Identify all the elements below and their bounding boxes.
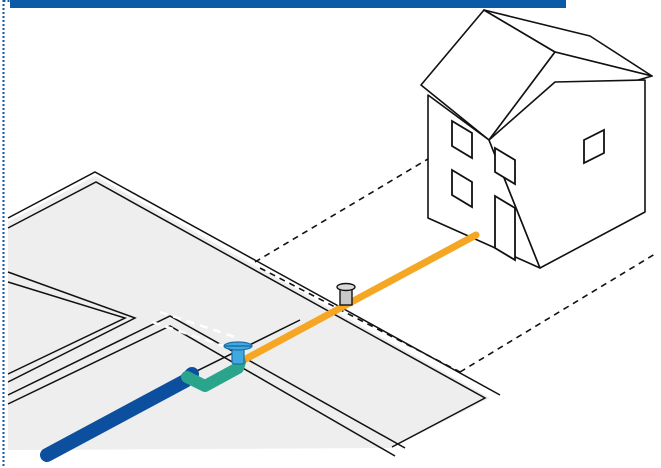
road-edge-left-arm (7, 271, 137, 383)
property-boundary-lines (254, 152, 656, 373)
meter-box-icon (336, 282, 356, 306)
service-connection-pipe (181, 356, 246, 392)
curb-stop-valve-icon (223, 341, 253, 365)
house-window (451, 119, 473, 160)
service-line-pipe (236, 231, 480, 366)
house-window (494, 146, 516, 186)
road-edge-bottom-inner (7, 325, 396, 457)
house-window (451, 168, 473, 209)
street-intersection (7, 171, 501, 457)
road-edge-outer-top (7, 171, 501, 396)
house (420, 9, 653, 269)
house-door (494, 194, 516, 262)
house-side-wall (488, 79, 646, 269)
road-edge-bottom (7, 315, 406, 449)
road-edge-inner-top (7, 181, 487, 448)
header-bar (10, 0, 566, 8)
house-side-window (583, 128, 605, 165)
road-surface-arm (8, 176, 255, 315)
road-edge-left-arm-inner (7, 281, 128, 375)
